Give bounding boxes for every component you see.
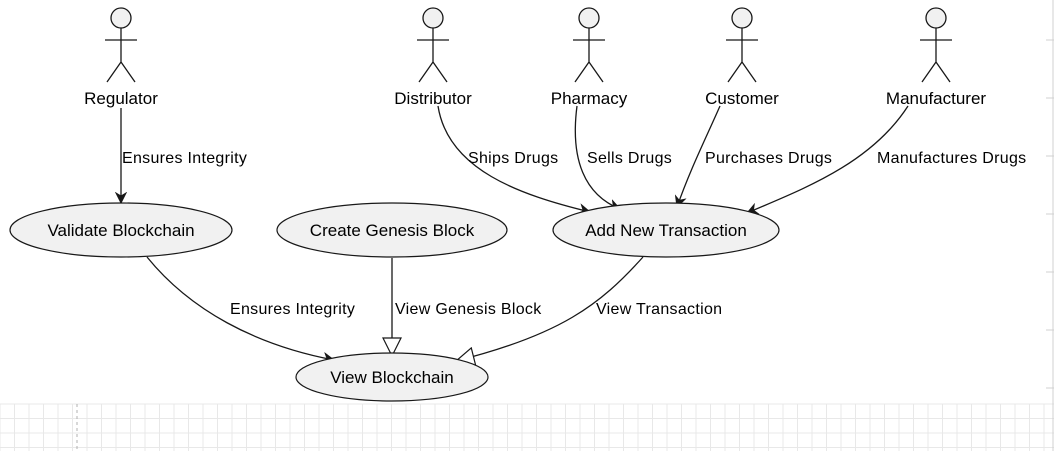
edge-pharmacy-addtx <box>574 105 620 209</box>
actor-label: Customer <box>705 89 779 108</box>
usecase-label: Add New Transaction <box>585 221 747 240</box>
stick-figure-icon <box>920 28 952 83</box>
usecase-view-blockchain[interactable]: View Blockchain <box>295 352 489 402</box>
stick-figure-icon <box>105 28 137 83</box>
edge-labels-layer: Ensures Integrity Ships Drugs Sells Drug… <box>122 150 1026 318</box>
actor-label: Regulator <box>84 89 158 108</box>
edge-validate-view <box>146 256 334 360</box>
usecase-label: Validate Blockchain <box>47 221 194 240</box>
actor-head-icon <box>925 7 947 29</box>
actor-label: Pharmacy <box>551 89 628 108</box>
actor-customer[interactable]: Customer <box>705 7 779 108</box>
edge-label-pharmacy-addtx: Sells Drugs <box>587 150 672 167</box>
stick-figure-icon <box>726 28 758 83</box>
edge-customer-addtx <box>677 105 721 207</box>
actor-label: Manufacturer <box>886 89 986 108</box>
edge-addtx-view <box>456 256 644 361</box>
usecase-label: Create Genesis Block <box>310 221 475 240</box>
edge-label-addtx-view: View Transaction <box>596 301 722 318</box>
actor-manufacturer[interactable]: Manufacturer <box>886 7 986 108</box>
usecase-validate-blockchain[interactable]: Validate Blockchain <box>9 202 233 258</box>
use-cases-layer: Validate Blockchain Create Genesis Block… <box>9 202 780 402</box>
usecase-ellipse <box>552 202 780 258</box>
edges-layer <box>121 105 909 361</box>
actor-head-icon <box>731 7 753 29</box>
actors-layer: Regulator Distributor Pharmacy Customer … <box>84 7 986 108</box>
stick-figure-icon <box>573 28 605 83</box>
actor-distributor[interactable]: Distributor <box>394 7 472 108</box>
actor-head-icon <box>422 7 444 29</box>
edge-label-regulator-validate: Ensures Integrity <box>122 150 247 167</box>
actor-head-icon <box>578 7 600 29</box>
edge-label-customer-addtx: Purchases Drugs <box>705 150 832 167</box>
usecase-ellipse <box>9 202 233 258</box>
edge-label-distributor-addtx: Ships Drugs <box>468 150 558 167</box>
usecase-add-new-transaction[interactable]: Add New Transaction <box>552 202 780 258</box>
usecase-ellipse <box>295 352 489 402</box>
actor-head-icon <box>110 7 132 29</box>
actor-pharmacy[interactable]: Pharmacy <box>551 7 628 108</box>
edge-manufacturer-addtx <box>747 105 909 213</box>
edge-label-manufacturer-addtx: Manufactures Drugs <box>877 150 1026 167</box>
edge-label-validate-view: Ensures Integrity <box>230 301 355 318</box>
actor-label: Distributor <box>394 89 472 108</box>
stick-figure-icon <box>417 28 449 83</box>
actor-regulator[interactable]: Regulator <box>84 7 158 108</box>
edge-label-genesis-view: View Genesis Block <box>395 301 542 318</box>
edge-distributor-addtx <box>437 105 590 212</box>
usecase-label: View Blockchain <box>330 368 453 387</box>
usecase-create-genesis-block[interactable]: Create Genesis Block <box>276 202 508 258</box>
usecase-ellipse <box>276 202 508 258</box>
